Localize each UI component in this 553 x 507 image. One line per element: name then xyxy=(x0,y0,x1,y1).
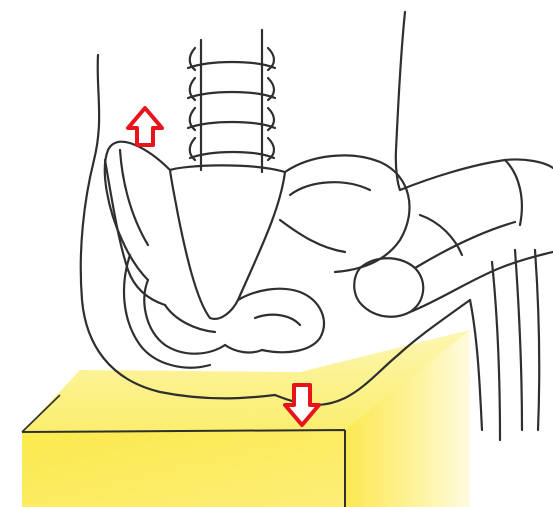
up-arrow-icon xyxy=(128,108,162,145)
left-pelvic-ring xyxy=(144,280,225,354)
femur-upper-outline xyxy=(400,159,553,190)
leg-lines xyxy=(470,300,482,430)
spine xyxy=(188,30,275,172)
femur-lower-outline xyxy=(410,252,553,312)
right-pubis xyxy=(238,289,324,353)
sacrum xyxy=(170,165,285,319)
torso-right-outline xyxy=(396,12,405,190)
torso-left-outline xyxy=(81,55,275,398)
seat-block xyxy=(22,330,470,507)
seat-block-front xyxy=(22,430,345,507)
right-ilium xyxy=(285,155,410,272)
